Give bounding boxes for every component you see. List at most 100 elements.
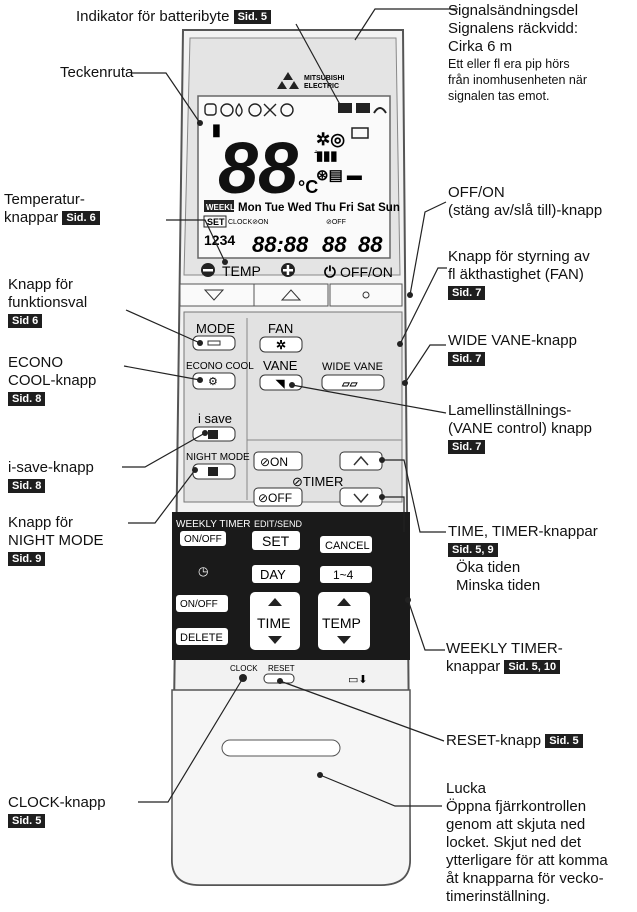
lid-line2: Öppna fjärrkontrollen	[446, 798, 587, 815]
lid-line1: Lucka	[446, 780, 487, 797]
offon-label-text: OFF/ON (stäng av/slå till)-knapp	[448, 184, 602, 220]
page-badge: Sid. 5, 9	[448, 543, 498, 558]
page-badge: Sid. 8	[8, 392, 46, 407]
time-button-text: TIME	[257, 615, 290, 631]
time-button[interactable]	[250, 592, 300, 650]
econo-cool-label: ECONO COOL	[186, 361, 254, 372]
night-mode-label: NIGHT MODE	[186, 452, 250, 463]
fan-speed-icon: ✲◎	[316, 130, 345, 149]
page-badge: Sid. 7	[448, 286, 486, 301]
lcd-display	[197, 95, 391, 259]
temp-up-button[interactable]	[253, 283, 329, 307]
page-badge: Sid. 5	[233, 10, 271, 25]
weekly-onoff-button[interactable]	[180, 531, 226, 546]
econo-cool-line2: COOL-knapp	[8, 372, 97, 389]
clock-button[interactable]	[239, 674, 247, 682]
night-mode-label-text: Knapp för NIGHT MODE Sid. 9	[8, 514, 104, 568]
fan-line2: fl äkthastighet (FAN)	[448, 266, 584, 283]
econo-cool-icon: ⚙	[208, 376, 218, 388]
delete-button[interactable]	[176, 628, 228, 645]
set-button[interactable]	[252, 531, 300, 550]
range-button-text: 1~4	[333, 568, 354, 582]
weekly-tag	[204, 200, 234, 212]
timer-off-text: ⊘OFF	[258, 491, 292, 505]
mode-button[interactable]	[192, 335, 236, 351]
vane-line2: (VANE control) knapp	[448, 420, 592, 437]
lcd-time-2: 88	[322, 232, 347, 257]
page-badge: Sid. 5	[545, 734, 583, 749]
weekly-onoff-text: ON/OFF	[184, 534, 222, 545]
signal-line1: Signalsändningsdel	[448, 2, 579, 19]
signal-label: Signalsändningsdel Signalens räckvidd: C…	[448, 2, 587, 104]
battery-slot-icon: ▭⬇	[348, 674, 368, 686]
temp-buttons-line1: Temperatur-	[4, 191, 85, 208]
page-badge: Sid. 6	[62, 211, 100, 226]
isave-line1: i-save-knapp	[8, 459, 94, 476]
set-tag-text: SET	[207, 217, 225, 227]
lid[interactable]	[171, 689, 411, 886]
timer-off-button[interactable]	[253, 487, 303, 507]
lcd-time-3: 88	[358, 232, 383, 257]
vane-label-text: Lamellinställnings- (VANE control) knapp…	[448, 402, 592, 456]
mode-label: MODE	[196, 321, 235, 336]
temp-down-button[interactable]	[179, 283, 255, 307]
weekly-onoff2-button[interactable]	[176, 595, 228, 612]
fan-label: FAN	[268, 321, 293, 336]
page-badge: Sid. 7	[448, 440, 486, 455]
temp2-button[interactable]	[318, 592, 370, 650]
weekly-line1: WEEKLY TIMER-	[446, 640, 563, 657]
page-badge: Sid. 5	[8, 814, 46, 829]
night-mode-line2: NIGHT MODE	[8, 532, 104, 549]
weekly-timer-label: WEEKLY TIMER	[176, 519, 250, 530]
vane-line1: Lamellinställnings-	[448, 402, 572, 419]
battery-indicator-icon	[351, 127, 369, 139]
isave-label: i save	[198, 411, 232, 426]
display-text: Teckenruta	[60, 64, 134, 81]
offon-button[interactable]	[329, 283, 403, 307]
econo-cool-button[interactable]	[192, 372, 236, 390]
vane-icon: ⊛▤ ▬	[316, 167, 362, 184]
day-button[interactable]	[252, 565, 300, 583]
reset-button[interactable]	[263, 673, 295, 684]
signal-note1: Ett eller fl era pip hörs	[448, 57, 570, 71]
clock-label-text: CLOCK-knapp Sid. 5	[8, 794, 106, 830]
time-up-button[interactable]	[339, 451, 383, 471]
cancel-button[interactable]	[320, 536, 372, 553]
wireless-icon	[373, 107, 387, 114]
brand-name: MITSUBISHI	[304, 75, 345, 82]
reset-label-text: RESET-knapp Sid. 5	[446, 732, 583, 750]
lid-line3: genom att skjuta ned	[446, 816, 586, 833]
timer-on-button[interactable]	[253, 451, 303, 471]
page-badge: Sid 6	[8, 314, 43, 329]
thermometer-icon: ▮	[212, 122, 221, 139]
clock-on-text: CLOCK⊘ON	[228, 219, 268, 226]
wide-vane-label-text: WIDE VANE-knapp Sid. 7	[448, 332, 577, 368]
battery-indicator-text: Indikator för batteribyte	[76, 8, 230, 25]
page-badge: Sid. 7	[448, 352, 486, 367]
temperature-unit: °C	[298, 177, 318, 197]
reset-line1: RESET-knapp	[446, 732, 542, 749]
timer-on-text: ⊘ON	[260, 455, 288, 469]
clock-line1: CLOCK-knapp	[8, 794, 106, 811]
offon-line2: (stäng av/slå till)-knapp	[448, 202, 603, 219]
range-button[interactable]	[320, 566, 372, 583]
brand-subname: ELECTRIC	[304, 83, 339, 90]
battery-indicator-label: Indikator för batteribyte Sid. 5	[76, 8, 271, 26]
cancel-button-text: CANCEL	[325, 540, 370, 552]
timer-line1: TIME, TIMER-knappar	[448, 523, 598, 540]
weekly-tag-text: WEEKLY	[206, 203, 240, 212]
page-badge: Sid. 8	[8, 479, 46, 494]
timer-line3: Minska tiden	[456, 577, 541, 594]
fan-icon: ✲	[276, 338, 286, 352]
fan-button[interactable]	[259, 336, 303, 353]
page-badge: Sid. 9	[8, 552, 46, 567]
time-down-button[interactable]	[339, 487, 383, 507]
wide-vane-icon: ▱▱	[341, 379, 358, 390]
timer-label: ⊘TIMER	[292, 474, 343, 489]
clock-small-icon: ◷	[198, 564, 208, 578]
lid-grip	[221, 739, 341, 757]
delete-button-text: DELETE	[180, 632, 223, 644]
fan-level-icon: ꜙ▮▮▮	[314, 148, 337, 163]
signal-note2: från inomhusenheten när	[448, 73, 587, 87]
lid-label-text: Lucka Öppna fjärrkontrollen genom att sk…	[446, 780, 608, 906]
